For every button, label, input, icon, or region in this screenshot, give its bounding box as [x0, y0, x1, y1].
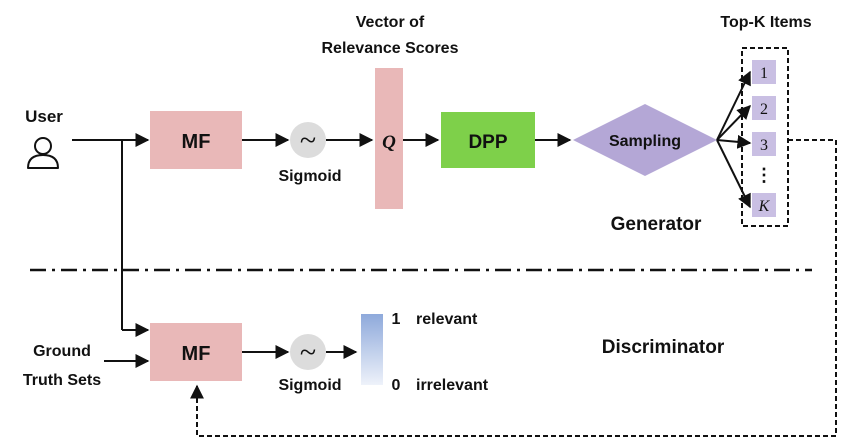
relevance-vector-bar [375, 68, 403, 209]
vector-symbol: Q [382, 132, 396, 153]
dpp-box [441, 112, 535, 168]
vector-title-line1: Vector of [356, 14, 425, 31]
user-label: User [25, 107, 63, 126]
discriminator-sigmoid-circle [290, 334, 326, 370]
sampling-to-item-1-arrow [716, 70, 751, 141]
user-icon [27, 137, 59, 169]
discriminator-mf-box [150, 323, 242, 381]
sampling-to-item-k-arrow [716, 139, 751, 209]
topk-item-2: 2 [752, 96, 776, 120]
sampling-to-item-2-arrow [716, 104, 751, 141]
topk-ellipsis: ⋮ [755, 165, 773, 185]
generator-sigmoid-circle [290, 122, 326, 158]
feedback-dashed-arrow [190, 139, 837, 437]
relevance-scale-bar [361, 314, 383, 385]
topk-item-1-label: 1 [760, 65, 768, 82]
ground-truth-label-line2: Truth Sets [23, 372, 101, 389]
topk-item-2-label: 2 [760, 101, 768, 118]
ground-truth-label-line1: Ground [33, 343, 91, 360]
generator-mf-label: MF [182, 131, 211, 153]
sampling-to-item-3-arrow [716, 134, 752, 149]
sampling-diamond [573, 104, 717, 176]
generator-mf-box [150, 111, 242, 169]
topk-item-3: 3 [752, 132, 776, 156]
scale-bottom-label: irrelevant [416, 377, 489, 394]
topk-item-1: 1 [752, 60, 776, 84]
dpp-label: DPP [468, 132, 507, 153]
generator-sigmoid-label: Sigmoid [278, 168, 341, 185]
generator-sigmoid-symbol: ~ [300, 124, 316, 157]
vector-title-line2: Relevance Scores [322, 40, 459, 57]
discriminator-section-label: Discriminator [602, 337, 725, 358]
topk-item-3-label: 3 [760, 137, 768, 154]
discriminator-mf-label: MF [182, 343, 211, 365]
discriminator-sigmoid-label: Sigmoid [278, 377, 341, 394]
generator-section-label: Generator [611, 214, 702, 235]
sampling-label: Sampling [609, 133, 681, 150]
topk-item-k-label: K [758, 198, 771, 215]
discriminator-sigmoid-symbol: ~ [300, 336, 316, 369]
scale-top-label: relevant [416, 311, 478, 328]
topk-title: Top-K Items [720, 14, 811, 31]
topk-item-k: K [752, 193, 776, 217]
scale-bottom-value: 0 [392, 377, 401, 394]
scale-top-value: 1 [392, 311, 401, 328]
